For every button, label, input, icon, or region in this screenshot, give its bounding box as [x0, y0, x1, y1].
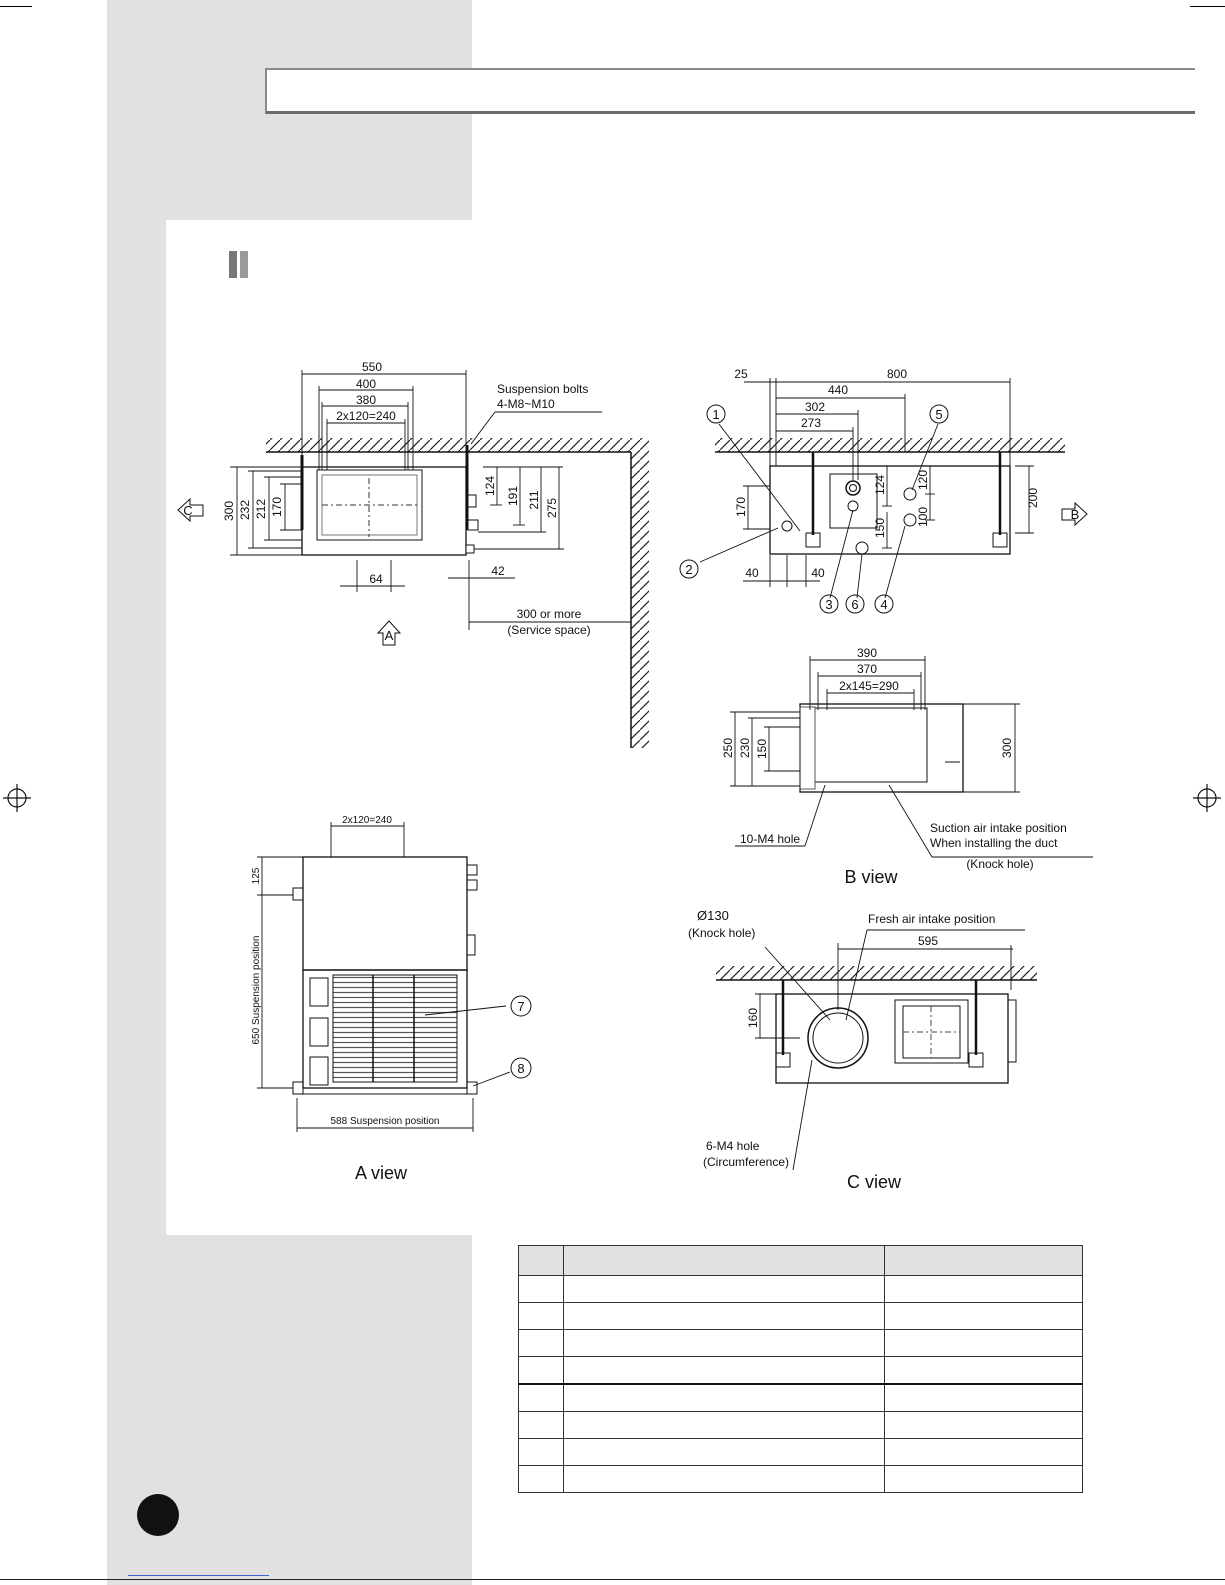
- label-650-suspension: 650 Suspension position: [251, 936, 262, 1045]
- top-right-view: 25 800 440 302 273 170 124 150 120 100 2…: [679, 367, 1088, 614]
- dim-40-left: 40: [745, 566, 759, 580]
- dim-150: 150: [873, 518, 887, 538]
- a-view: 2x120=240 125 650 Suspension position 58…: [251, 815, 532, 1183]
- footer-rule: [0, 1579, 1225, 1580]
- callout-8: 8: [517, 1061, 524, 1076]
- label-dia-130: Ø130: [697, 908, 729, 923]
- callout-2: 2: [685, 562, 692, 577]
- page-title-bar: [265, 68, 1195, 114]
- registration-mark-left: [3, 784, 31, 812]
- b-view-title: B view: [844, 867, 898, 887]
- dim-64: 64: [369, 572, 383, 586]
- arrow-c-label: C: [183, 503, 192, 518]
- dim-211: 211: [527, 490, 541, 509]
- dim-100: 100: [916, 507, 930, 527]
- label-duct-note: When installing the duct: [930, 836, 1058, 850]
- dim-240: 2x120=240: [342, 815, 392, 826]
- dim-240: 2x120=240: [336, 409, 396, 423]
- table-row: [518, 1411, 1083, 1439]
- callout-4: 4: [880, 597, 887, 612]
- dim-440: 440: [828, 383, 848, 397]
- dim-170: 170: [734, 497, 748, 517]
- table-row: [518, 1329, 1083, 1357]
- label-c-knock-hole: (Knock hole): [688, 926, 755, 940]
- dim-273: 273: [801, 416, 821, 430]
- dim-191: 191: [506, 486, 520, 506]
- label-fresh-air: Fresh air intake position: [868, 912, 995, 926]
- dim-300: 300: [1000, 738, 1014, 758]
- dim-200: 200: [1026, 488, 1040, 508]
- a-view-title: A view: [355, 1163, 408, 1183]
- callout-7: 7: [517, 999, 524, 1014]
- dim-800: 800: [887, 367, 907, 381]
- dim-160: 160: [746, 1008, 760, 1028]
- header-cell-spec: [884, 1245, 1083, 1276]
- dim-380: 380: [356, 393, 376, 407]
- header-cell-no: [518, 1245, 564, 1276]
- label-knock-hole: (Knock hole): [966, 857, 1033, 871]
- dim-370: 370: [857, 662, 877, 676]
- crop-mark: [0, 6, 32, 7]
- table-row: [518, 1465, 1083, 1493]
- callout-5: 5: [935, 407, 942, 422]
- label-suspension-bolts: Suspension bolts: [497, 382, 588, 396]
- label-circumference: (Circumference): [703, 1155, 789, 1169]
- callout-3: 3: [825, 597, 832, 612]
- table-header-row: [518, 1245, 1083, 1276]
- dim-40-right: 40: [811, 566, 825, 580]
- table-row: [518, 1302, 1083, 1330]
- label-suction-air: Suction air intake position: [930, 821, 1067, 835]
- dim-302: 302: [805, 400, 825, 414]
- label-service-space: 300 or more: [517, 607, 582, 621]
- dim-170: 170: [270, 497, 284, 517]
- dim-290: 2x145=290: [839, 679, 899, 693]
- table-row: [518, 1275, 1083, 1303]
- label-10-m4-hole: 10-M4 hole: [740, 832, 800, 846]
- arrow-a-label: A: [385, 628, 394, 643]
- dim-230: 230: [738, 738, 752, 758]
- arrow-b-label: B: [1071, 507, 1080, 522]
- dim-150: 150: [755, 739, 769, 759]
- table-row: [518, 1383, 1083, 1412]
- dim-390: 390: [857, 646, 877, 660]
- dim-25: 25: [734, 367, 748, 381]
- page-number-badge: [137, 1494, 179, 1536]
- dim-250: 250: [721, 738, 735, 758]
- label-service-space-note: (Service space): [507, 623, 590, 637]
- label-bolt-size: 4-M8~M10: [497, 397, 555, 411]
- parts-table: [518, 1245, 1083, 1493]
- dim-120: 120: [916, 470, 930, 490]
- registration-mark-right: [1193, 784, 1221, 812]
- b-view: 390 370 2x145=290 250 230 150 300 10-M4 …: [721, 646, 1093, 887]
- label-6-m4-hole: 6-M4 hole: [706, 1139, 760, 1153]
- section-marker-icon: [229, 251, 248, 278]
- dim-550: 550: [362, 360, 382, 374]
- header-cell-name: [563, 1245, 885, 1276]
- dim-232: 232: [238, 500, 252, 520]
- callout-6: 6: [851, 597, 858, 612]
- footer-link[interactable]: [128, 1575, 269, 1576]
- dim-212: 212: [254, 499, 268, 519]
- callout-1: 1: [712, 407, 719, 422]
- dim-124: 124: [873, 475, 887, 495]
- dim-125: 125: [251, 867, 262, 884]
- dim-300: 300: [222, 501, 236, 521]
- dim-42: 42: [491, 564, 505, 578]
- dim-275: 275: [545, 498, 559, 518]
- table-row: [518, 1438, 1083, 1466]
- top-left-view: 550 400 380 2x120=240 Suspension bolts 4…: [177, 360, 649, 748]
- c-view: Ø130 (Knock hole) Fresh air intake posit…: [688, 908, 1037, 1192]
- label-588-suspension: 588 Suspension position: [331, 1116, 440, 1127]
- dim-595: 595: [918, 934, 938, 948]
- dim-124: 124: [483, 476, 497, 496]
- c-view-title: C view: [847, 1172, 902, 1192]
- table-row: [518, 1356, 1083, 1385]
- crop-mark: [1190, 6, 1225, 7]
- dim-400: 400: [356, 377, 376, 391]
